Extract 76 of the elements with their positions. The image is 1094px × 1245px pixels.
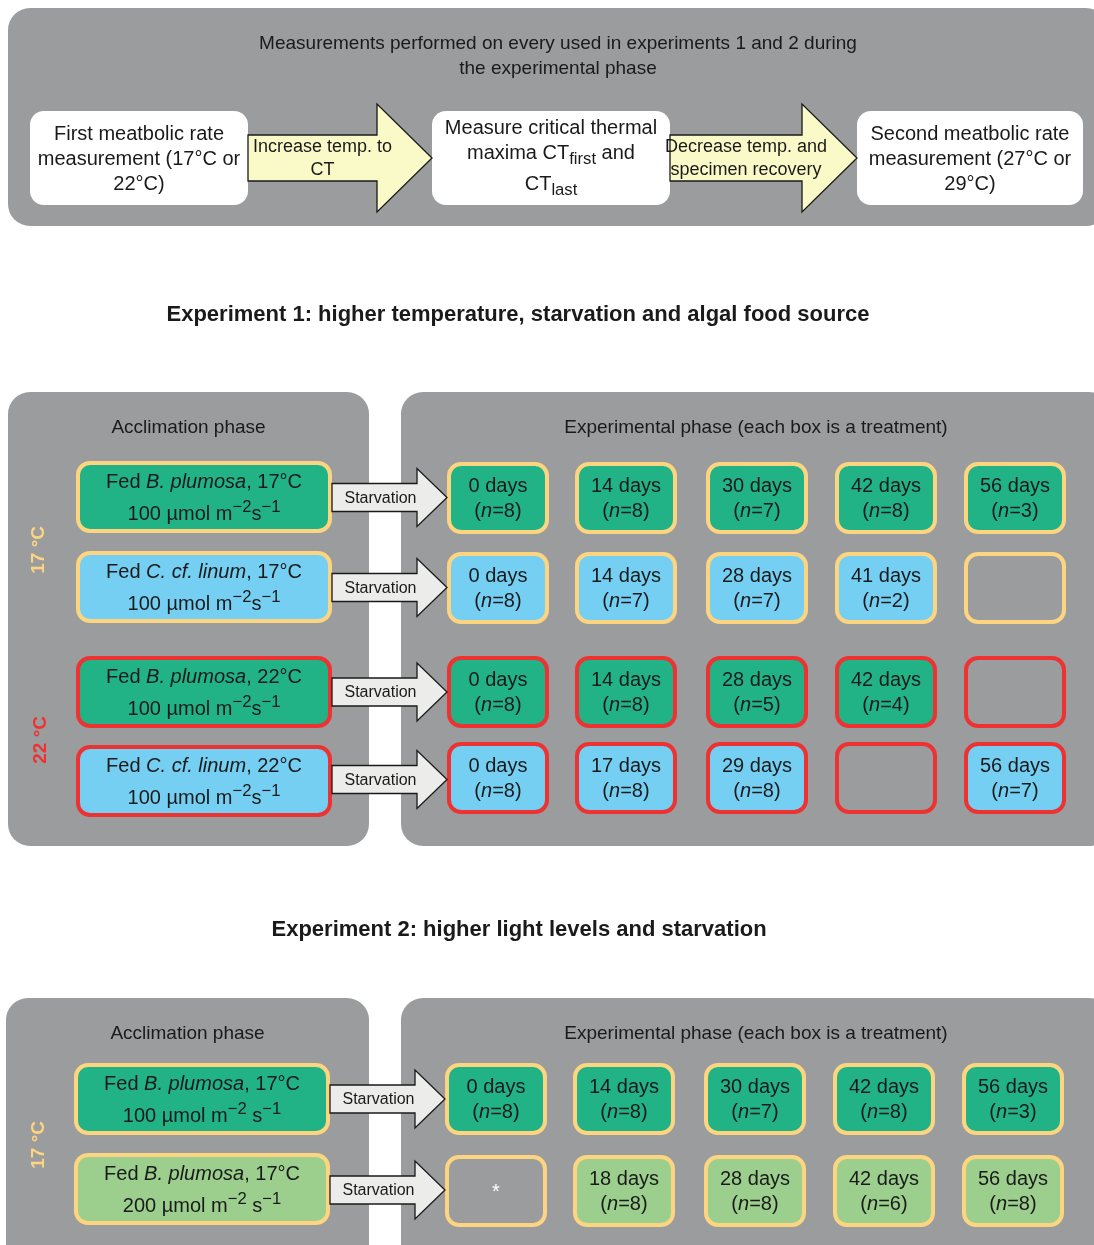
empty-treatment-box [964, 656, 1066, 728]
treatment-box: 42 days (n=4) [835, 656, 937, 728]
block-arrow [329, 1159, 446, 1221]
box-text: Fed B. plumosa, 22°C [106, 663, 302, 689]
treatment-box: 56 days (n=7) [964, 742, 1066, 814]
treatment-box: 0 days (n=8) [445, 1063, 547, 1135]
experiment-heading: Experiment 1: higher temperature, starvation and algal food source [166, 301, 870, 327]
box-text: 100 µmol m$^{−2}$s$^{−1}$ [127, 690, 281, 721]
treatment-box: 0 days (n=8) [447, 552, 549, 624]
block-arrow [669, 102, 858, 214]
acclimation-box [76, 551, 332, 623]
temperature-label: 17 °C [27, 1121, 49, 1169]
measurement-box: First meatbolic rate measurement (17°C or 22°C) [30, 111, 248, 205]
block-arrow [331, 556, 448, 619]
acclimation-box [76, 461, 332, 533]
treatment-box: 0 days (n=8) [447, 462, 549, 534]
edge-label: Increase temp. to CT [251, 135, 394, 181]
empty-treatment-box: * [445, 1155, 547, 1227]
temperature-label: 22 °C [29, 716, 51, 764]
measurement-box: Second meatbolic rate measurement (27°C or 29°C) [857, 111, 1083, 205]
treatment-box: 42 days (n=6) [833, 1155, 935, 1227]
panel-title: Acclimation phase [111, 415, 266, 439]
empty-treatment-box [835, 742, 937, 814]
treatment-box: 42 days (n=8) [835, 462, 937, 534]
treatment-box: 17 days (n=8) [575, 742, 677, 814]
treatment-box: 29 days (n=8) [706, 742, 808, 814]
acclimation-box [76, 656, 332, 728]
box-text: Fed C. cf. linum, 22°C [106, 752, 302, 778]
treatment-box: 14 days (n=7) [575, 552, 677, 624]
empty-treatment-box [964, 552, 1066, 624]
treatment-box: 18 days (n=8) [573, 1155, 675, 1227]
treatment-box: 14 days (n=8) [575, 656, 677, 728]
edge-label: Starvation [343, 770, 418, 789]
panel-title: Measurements performed on every used in experiments 1 and 2 during the experimental phase [258, 31, 858, 80]
box-text: 200 µmol m$^{−2}$ s$^{−1}$ [122, 1187, 282, 1218]
acclimation-box [76, 745, 332, 817]
treatment-box: 14 days (n=8) [573, 1063, 675, 1135]
box-text: Fed B. plumosa, 17°C [104, 1070, 300, 1096]
block-arrow [247, 102, 433, 214]
block-arrow [331, 466, 448, 529]
box-text: 100 µmol m$^{−2}$s$^{−1}$ [127, 585, 281, 616]
block-arrow [331, 748, 448, 811]
treatment-box: 56 days (n=3) [964, 462, 1066, 534]
treatment-box: 28 days (n=7) [706, 552, 808, 624]
treatment-box: 0 days (n=8) [447, 742, 549, 814]
panel-title: Experimental phase (each box is a treatment) [564, 415, 948, 439]
box-text: 100 µmol m$^{−2}$ s$^{−1}$ [122, 1097, 282, 1128]
treatment-box: 56 days (n=3) [962, 1063, 1064, 1135]
treatment-box: 41 days (n=2) [835, 552, 937, 624]
edge-label: Starvation [343, 488, 418, 507]
acclimation-box [74, 1153, 330, 1225]
treatment-box: 56 days (n=8) [962, 1155, 1064, 1227]
edge-label: Starvation [343, 578, 418, 597]
treatment-box: 30 days (n=7) [704, 1063, 806, 1135]
edge-label: Starvation [341, 1090, 416, 1108]
panel-title: Experimental phase (each box is a treatment) [564, 1021, 948, 1045]
block-arrow [329, 1068, 446, 1130]
treatment-box: 28 days (n=5) [706, 656, 808, 728]
box-text: 100 µmol m$^{−2}$s$^{−1}$ [127, 495, 281, 526]
treatment-box: 42 days (n=8) [833, 1063, 935, 1135]
edge-label: Starvation [343, 683, 418, 701]
box-text: Fed B. plumosa, 17°C [106, 468, 302, 494]
box-text: Fed C. cf. linum, 17°C [106, 558, 302, 584]
experiment-heading: Experiment 2: higher light levels and starvation [271, 916, 767, 942]
treatment-box: 28 days (n=8) [704, 1155, 806, 1227]
measurement-panel [8, 8, 1094, 226]
box-text: 100 µmol m$^{−2}$s$^{−1}$ [127, 779, 281, 810]
block-arrow [331, 661, 448, 723]
acclimation-box [74, 1063, 330, 1135]
box-text: Fed B. plumosa, 17°C [104, 1160, 300, 1186]
treatment-box: 0 days (n=8) [447, 656, 549, 728]
edge-label: Starvation [341, 1181, 416, 1199]
treatment-box: 30 days (n=7) [706, 462, 808, 534]
treatment-box: 14 days (n=8) [575, 462, 677, 534]
temperature-label: 17 °C [27, 526, 49, 574]
panel-title: Acclimation phase [110, 1021, 265, 1045]
